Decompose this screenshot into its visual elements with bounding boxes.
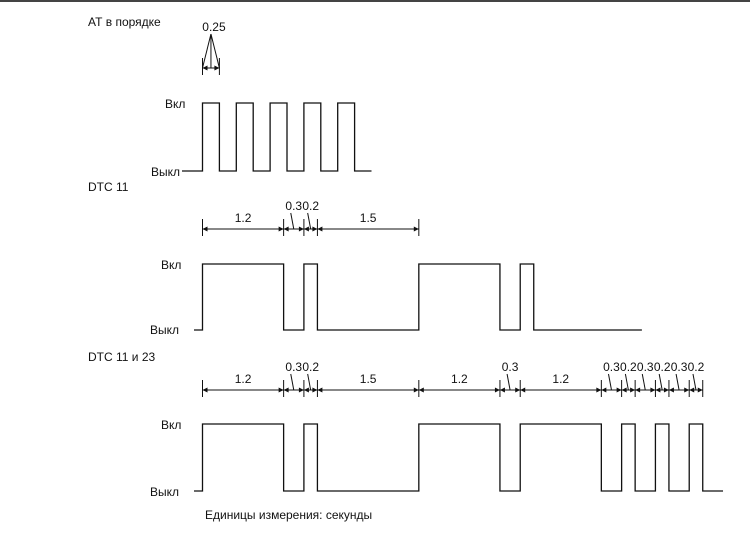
dimension-label: 0.3 xyxy=(285,199,302,213)
section-title: DTC 11 и 23 xyxy=(88,350,155,364)
dimension-arrow xyxy=(413,226,419,232)
dimension-arrow xyxy=(689,387,695,393)
leader-line xyxy=(290,212,295,230)
dimension-arrow xyxy=(418,387,424,393)
leader-line xyxy=(290,373,295,391)
dimension-label: 0.2 xyxy=(654,360,671,374)
dimension-arrow xyxy=(317,387,323,393)
leader-line xyxy=(658,373,663,391)
dimension-arrow xyxy=(601,387,607,393)
dimension-arrow xyxy=(655,387,661,393)
dimension-arrow xyxy=(202,65,208,71)
dimension-label: 1.5 xyxy=(360,372,377,386)
leader-line xyxy=(624,373,629,391)
section-at-ok: АТ в порядке 0.25 Вкл Выкл xyxy=(88,15,372,179)
dimension-arrow xyxy=(515,387,521,393)
dimension-arrow xyxy=(596,387,602,393)
dimension-arrow xyxy=(303,387,309,393)
dimension-arrow xyxy=(317,226,323,232)
pulse-waveform xyxy=(194,423,724,492)
dimension-arrow xyxy=(312,226,318,232)
dimension-arrow xyxy=(202,387,208,393)
dimension-label: 0.3 xyxy=(671,360,688,374)
leader-line xyxy=(506,373,511,391)
leader-line xyxy=(692,373,697,391)
dimension-label: 0.3 xyxy=(603,360,620,374)
dimension-arrow xyxy=(684,387,690,393)
dimension-label: 1.5 xyxy=(360,211,377,225)
dimension-arrow xyxy=(278,226,284,232)
dimension-arrow xyxy=(668,387,674,393)
dimension-label: 1.2 xyxy=(235,372,252,386)
dimension-label: 0.2 xyxy=(302,199,319,213)
dimension-label: 1.2 xyxy=(235,211,252,225)
leader-line xyxy=(675,373,680,391)
dimension-arrow xyxy=(303,226,309,232)
dimension-arrow xyxy=(202,226,208,232)
section-title: DTC 11 xyxy=(88,180,129,194)
dimension-arrow xyxy=(494,387,500,393)
dimension-arrow xyxy=(413,387,419,393)
dimension-arrow xyxy=(630,387,636,393)
dimension-group: 0.25 xyxy=(202,20,226,75)
dimension-arrow xyxy=(298,387,304,393)
pulse-waveform xyxy=(194,263,642,331)
dimension-arrow xyxy=(312,387,318,393)
dimension-arrow xyxy=(520,387,526,393)
level-label-off: Выкл xyxy=(151,165,180,179)
dimension-arrow xyxy=(635,387,641,393)
section-title: АТ в порядке xyxy=(88,15,161,29)
dimension-arrow xyxy=(616,387,622,393)
dimension-arrow xyxy=(663,387,669,393)
dimension-arrow xyxy=(214,65,220,71)
level-label-off: Выкл xyxy=(150,485,179,499)
level-label-off: Выкл xyxy=(150,323,179,337)
leader-line xyxy=(202,33,212,69)
leader-line xyxy=(307,373,312,391)
dimension-arrow xyxy=(697,387,703,393)
pulse-waveform xyxy=(182,102,372,172)
dimension-arrow xyxy=(283,387,289,393)
dimension-arrow xyxy=(278,387,284,393)
dimension-label: 1.2 xyxy=(552,372,569,386)
leader-line xyxy=(307,212,312,230)
dimension-label: 0.2 xyxy=(688,360,705,374)
dimension-label: 0.2 xyxy=(620,360,637,374)
leader-line xyxy=(641,373,646,391)
dimension-label: 1.2 xyxy=(451,372,468,386)
level-label-on: Вкл xyxy=(165,97,185,111)
dimension-label: 0.3 xyxy=(285,360,302,374)
dimension-arrow xyxy=(499,387,505,393)
level-label-on: Вкл xyxy=(161,258,181,272)
dimension-label: 0.25 xyxy=(202,20,226,34)
leader-line xyxy=(607,373,612,391)
dimension-arrow xyxy=(283,226,289,232)
leader-line xyxy=(210,33,220,69)
dimension-arrow xyxy=(621,387,627,393)
dimension-label: 0.3 xyxy=(502,360,519,374)
dimension-arrow xyxy=(298,226,304,232)
level-label-on: Вкл xyxy=(161,418,181,432)
dimension-label: 0.2 xyxy=(302,360,319,374)
units-note: Единицы измерения: секунды xyxy=(205,508,372,522)
dimension-label: 0.3 xyxy=(637,360,654,374)
dimension-arrow xyxy=(650,387,656,393)
